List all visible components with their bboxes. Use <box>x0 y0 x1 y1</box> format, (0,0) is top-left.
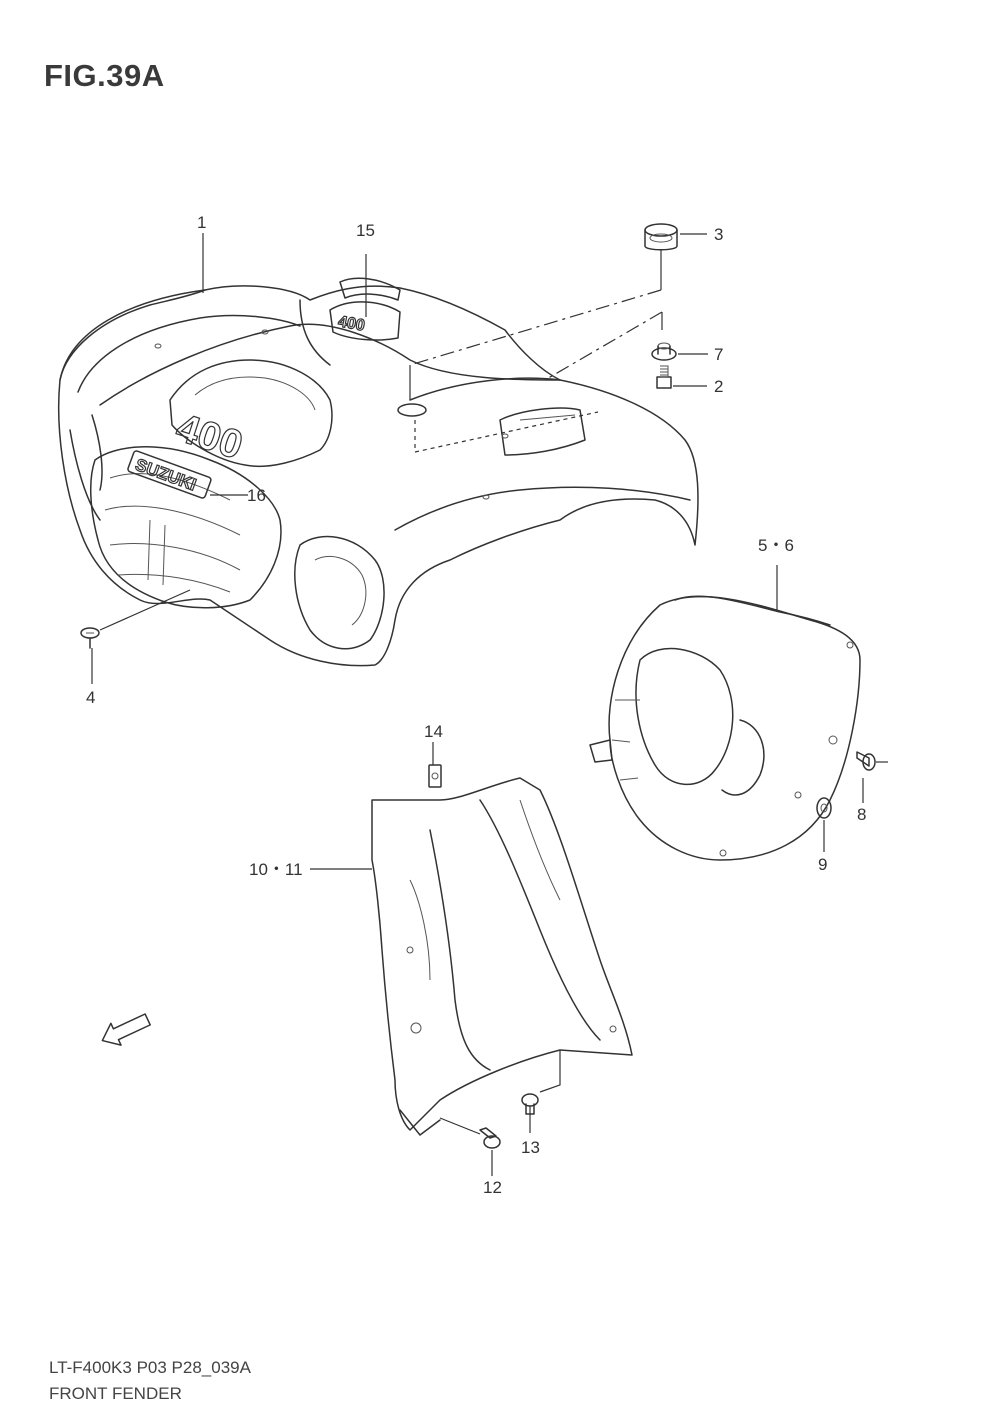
callout-15: 15 <box>356 221 375 240</box>
callout-8: 8 <box>857 805 866 824</box>
callout-7: 7 <box>714 345 723 364</box>
callout-4: 4 <box>86 688 95 707</box>
fwd-arrow-label: FWD <box>117 1020 142 1040</box>
grommet-part-3 <box>644 223 678 251</box>
callout-13: 13 <box>521 1138 540 1157</box>
inner-fender-panel <box>371 777 633 1136</box>
bolt-part-2 <box>656 365 672 389</box>
callout-1: 1 <box>197 213 206 232</box>
callout-12: 12 <box>483 1178 502 1197</box>
tab-400-plate: 400 <box>337 313 366 334</box>
callout-14: 14 <box>424 722 443 741</box>
collar-part-7 <box>651 342 677 361</box>
suzuki-badge: SUZUKI <box>127 450 212 499</box>
callout-5-6: 5・6 <box>758 536 794 555</box>
screw-part-4 <box>80 627 100 649</box>
side-mud-guard <box>589 595 861 861</box>
clip-nut-part-14 <box>428 764 442 788</box>
callout-2: 2 <box>714 377 723 396</box>
forward-direction-arrow: FWD <box>101 1013 151 1046</box>
washer-part-9 <box>816 797 832 819</box>
footer-section-name: FRONT FENDER <box>49 1384 182 1403</box>
callout-16: 16 <box>247 486 266 505</box>
figure-title: FIG.39A <box>44 58 165 93</box>
callout-9: 9 <box>818 855 827 874</box>
callout-3: 3 <box>714 225 723 244</box>
bolt-part-8 <box>856 751 876 771</box>
front-fender-body: 400 SUZUKI 400 <box>57 277 699 667</box>
rivet-part-12 <box>479 1127 501 1149</box>
callout-10-11: 10・11 <box>249 860 303 879</box>
footer-model-code: LT-F400K3 P03 P28_039A <box>49 1358 251 1377</box>
hood-400-emblem: 400 <box>171 405 248 467</box>
